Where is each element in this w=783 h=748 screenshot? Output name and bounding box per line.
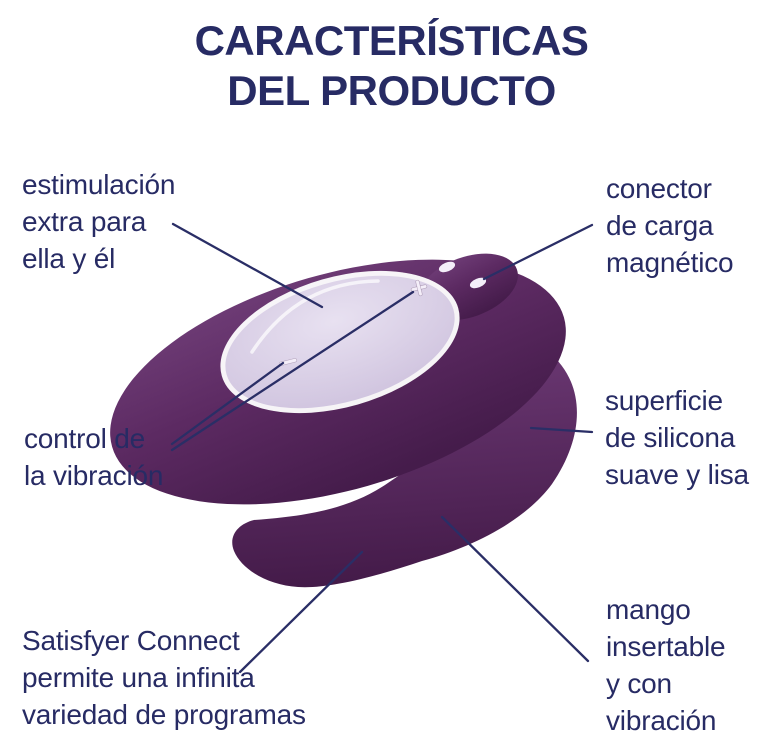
label-satisfyer-connect: Satisfyer Connect permite una infinita v… bbox=[22, 625, 306, 730]
label-silicone-surface: superficie de silicona suave y lisa bbox=[605, 385, 749, 490]
callout-line-control-minus bbox=[170, 361, 285, 446]
insertable-arm bbox=[232, 332, 577, 588]
label-vibration-control: control de la vibración bbox=[24, 423, 164, 491]
callout-line-satisfyer bbox=[238, 550, 364, 674]
callout-line-mango bbox=[440, 515, 590, 663]
label-insertable-handle: mango insertable y con vibración bbox=[606, 594, 726, 736]
charging-contact-dot-2 bbox=[469, 277, 487, 289]
label-magnetic-charging-connector: conector de carga magnético bbox=[606, 173, 734, 278]
callout-line-estimulacion bbox=[171, 222, 324, 309]
charging-contact-dot-1 bbox=[438, 261, 456, 273]
control-panel bbox=[225, 275, 455, 409]
page-title: CARACTERÍSTICAS DEL PRODUCTO bbox=[194, 17, 589, 114]
callout-line-superficie bbox=[529, 426, 594, 434]
callout-line-conector bbox=[482, 223, 594, 281]
plus-button-icon bbox=[410, 279, 428, 297]
callout-line-control-plus bbox=[170, 290, 415, 452]
callout-lines bbox=[170, 222, 594, 674]
label-extra-stimulation: estimulación extra para ella y él bbox=[22, 169, 176, 274]
couples-vibrator-illustration bbox=[110, 253, 577, 588]
